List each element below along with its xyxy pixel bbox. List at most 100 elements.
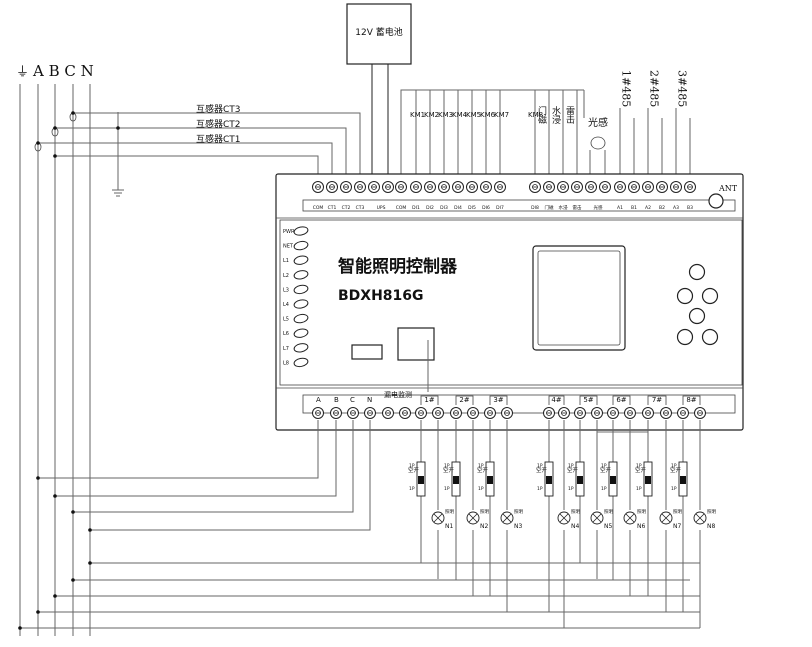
- bottom-terminal: [677, 407, 689, 419]
- km4-label: KM4: [452, 111, 468, 119]
- led-label: L7: [283, 346, 289, 352]
- bottom-terminal: [432, 407, 444, 419]
- button-right[interactable]: [701, 287, 719, 305]
- top-terminal-label: 水浸: [559, 204, 568, 211]
- lamp-name: N1: [445, 523, 453, 530]
- lamp-name: N2: [480, 523, 488, 530]
- top-terminal-label: B1: [631, 205, 637, 211]
- channel-label: 2#: [459, 396, 469, 404]
- led-label: L8: [283, 360, 289, 366]
- ct1-label: 互感器CT1: [196, 133, 241, 145]
- button-back[interactable]: [676, 328, 694, 346]
- top-terminal: [382, 181, 394, 193]
- button-ok[interactable]: [688, 307, 706, 325]
- breaker-side-label: 空开: [477, 466, 489, 474]
- top-terminal-label: COM: [396, 205, 407, 211]
- channel-label: 7#: [652, 396, 662, 404]
- led-label: L6: [283, 331, 289, 337]
- top-terminal: [326, 181, 338, 193]
- top-terminal: [424, 181, 436, 193]
- km6-label: KM6: [480, 111, 496, 119]
- ct2-label: 互感器CT2: [196, 118, 241, 130]
- km7-label: KM7: [494, 111, 509, 119]
- breaker-side-label: 空开: [567, 466, 579, 474]
- top-terminal: [354, 181, 366, 193]
- channel-label: 1#: [424, 396, 434, 404]
- led-indicator: [293, 240, 309, 251]
- bottom-terminal: [364, 407, 376, 419]
- top-terminal-label: 雷击: [573, 204, 582, 211]
- top-terminals: [312, 181, 696, 193]
- top-terminal-label: DI8: [531, 205, 539, 211]
- breakers: 空开1P1P空开1P1P空开1P1P空开1P1P空开1P1P空开1P1P空开1P…: [408, 461, 688, 497]
- led-label: L2: [283, 273, 289, 279]
- top-terminal: [410, 181, 422, 193]
- top-terminal: [312, 181, 324, 193]
- antenna-connector: [708, 193, 724, 209]
- lamp-name: N7: [673, 523, 681, 530]
- top-terminal: [656, 181, 668, 193]
- top-terminal-label: 光感: [594, 204, 603, 211]
- breaker-side-label: 空开: [670, 466, 682, 474]
- bottom-terminal: [642, 407, 654, 419]
- bottom-terminal: [450, 407, 462, 419]
- breaker-bottom-label: 1P: [671, 486, 677, 492]
- button-up[interactable]: [688, 263, 706, 281]
- top-terminal: [614, 181, 626, 193]
- bottom-terminal: [574, 407, 586, 419]
- top-terminal: [684, 181, 696, 193]
- bottom-terminal: [484, 407, 496, 419]
- lcd-screen: [532, 245, 626, 351]
- lamp-small-label: 照明: [637, 509, 646, 515]
- km5-label: KM5: [466, 111, 481, 119]
- bottom-terminal: [624, 407, 636, 419]
- lamp-small-label: 照明: [480, 509, 489, 515]
- top-terminal: [628, 181, 640, 193]
- top-terminal: [642, 181, 654, 193]
- breaker-top-label: 1P: [478, 463, 484, 469]
- led-indicator: [293, 343, 309, 353]
- top-terminal: [543, 181, 555, 193]
- bottom-a-label: A: [316, 396, 321, 404]
- button-menu[interactable]: [701, 328, 719, 346]
- device-title: 智能照明控制器: [338, 256, 458, 277]
- channel-label: 3#: [493, 396, 503, 404]
- led-indicator: [293, 255, 309, 265]
- ct-wiring: 互感器CT3 互感器CT2 互感器CT1: [34, 103, 361, 197]
- led-label: NET: [283, 244, 294, 250]
- breaker-side-label: 空开: [600, 466, 612, 474]
- rs485-2-label: 2#485: [648, 70, 661, 107]
- top-terminal-label: A1: [617, 205, 623, 211]
- button-left[interactable]: [676, 287, 694, 305]
- ct3-label: 互感器CT3: [196, 103, 241, 115]
- led-indicator: [293, 270, 309, 280]
- top-terminal-label: DI6: [482, 205, 490, 211]
- lamp-name: N8: [707, 523, 715, 530]
- led-label: L1: [283, 258, 289, 264]
- rs485-3-label: 3#485: [676, 70, 689, 107]
- top-terminal: [571, 181, 583, 193]
- thunder-label: 雷击: [564, 106, 575, 125]
- breaker-bottom-label: 1P: [636, 486, 642, 492]
- bottom-wiring: [18, 111, 701, 630]
- top-terminal: [494, 181, 506, 193]
- leak-monitor-label: 漏电监测: [384, 390, 412, 399]
- breaker-side-label: 空开: [443, 466, 455, 474]
- km1-label: KM1: [410, 111, 425, 119]
- device-model: BDXH816G: [338, 288, 424, 304]
- breaker-top-label: 1P: [409, 463, 415, 469]
- top-terminal-label: B2: [659, 205, 665, 211]
- bottom-terminal: [399, 407, 411, 419]
- led-indicator: [293, 284, 309, 295]
- breaker-bottom-label: 1P: [409, 486, 415, 492]
- km8-label: KM8: [528, 111, 543, 119]
